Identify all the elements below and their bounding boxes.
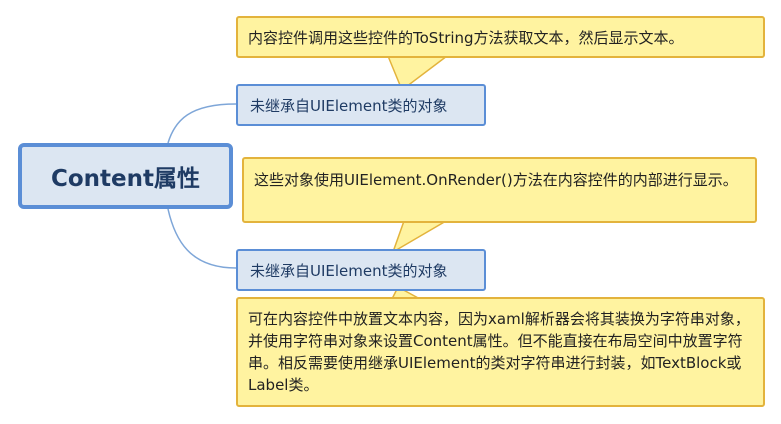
branch-non-uielement-objects-2[interactable]: 未继承自UIElement类的对象 <box>236 249 486 291</box>
callout-pointer-2 <box>391 220 449 254</box>
branch-label: 未继承自UIElement类的对象 <box>250 96 448 115</box>
connector-root-to-branch-1 <box>167 103 237 144</box>
root-topic-label: Content属性 <box>50 166 201 192</box>
branch-non-uielement-objects-1[interactable]: 未继承自UIElement类的对象 <box>236 84 486 126</box>
connector-root-to-branch-2 <box>167 208 237 269</box>
note-text: 可在内容控件中放置文本内容，因为xaml解析器会将其装换为字符串对象，并使用字符… <box>248 310 750 394</box>
branch-label: 未继承自UIElement类的对象 <box>250 261 448 280</box>
note-text: 内容控件调用这些控件的ToString方法获取文本，然后显示文本。 <box>248 29 684 47</box>
note-text: 这些对象使用UIElement.OnRender()方法在内容控件的内部进行显示… <box>254 171 738 189</box>
note-onrender[interactable]: 这些对象使用UIElement.OnRender()方法在内容控件的内部进行显示… <box>242 157 757 223</box>
root-topic-content-property[interactable]: Content属性 <box>18 143 233 209</box>
note-string-content[interactable]: 可在内容控件中放置文本内容，因为xaml解析器会将其装换为字符串对象，并使用字符… <box>236 297 765 407</box>
note-tostring[interactable]: 内容控件调用这些控件的ToString方法获取文本，然后显示文本。 <box>236 16 765 58</box>
